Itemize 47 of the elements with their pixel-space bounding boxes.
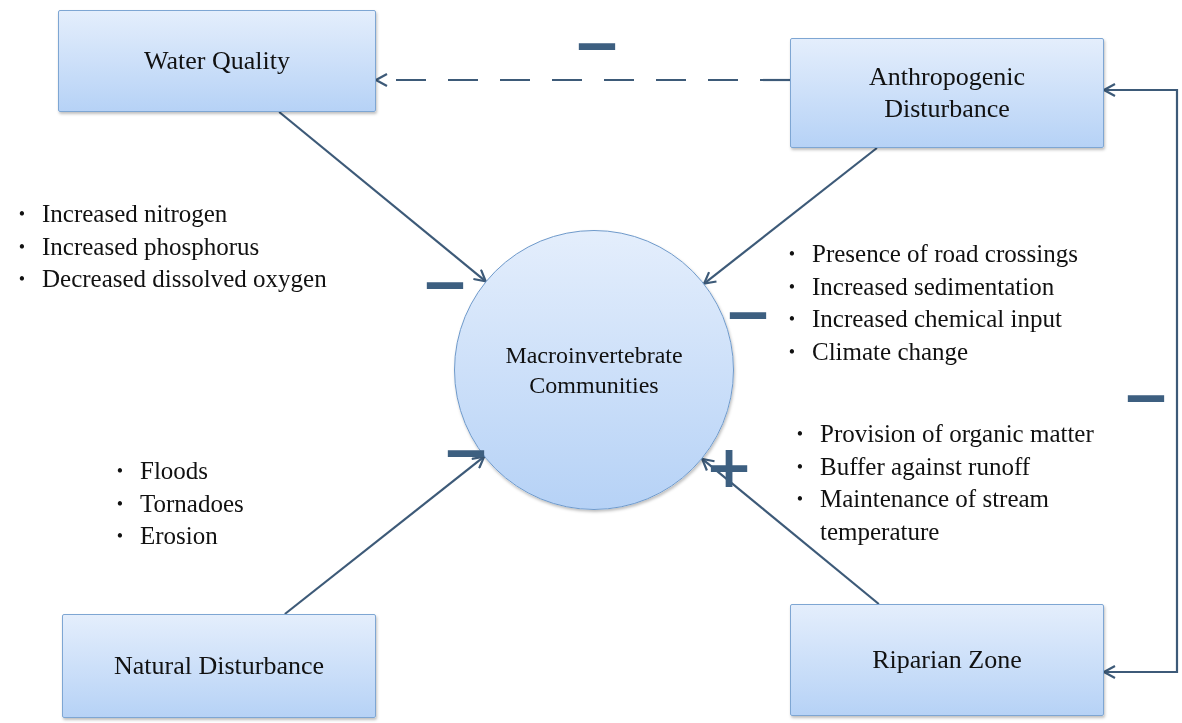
bullet-mark: • bbox=[116, 492, 124, 516]
bullet-mark: • bbox=[116, 525, 124, 548]
process-box bbox=[58, 10, 376, 112]
node-label: Water Quality bbox=[144, 44, 290, 77]
node-label: Anthropogenic Disturbance bbox=[868, 60, 1026, 125]
bullet-mark: • bbox=[788, 308, 796, 331]
node-label: Macroinvertebrate Communities bbox=[504, 341, 684, 400]
process-box bbox=[62, 614, 376, 718]
bullet-item: Increased phosphorus bbox=[42, 231, 261, 262]
bullet-item: Decreased dissolved oxygen bbox=[42, 264, 328, 294]
node-label: Natural Disturbance bbox=[113, 649, 325, 682]
bullet-item: Maintenance of stream temperature bbox=[820, 484, 1051, 547]
arrow bbox=[284, 455, 486, 615]
node-label: Riparian Zone bbox=[872, 643, 1022, 676]
bullet-mark: • bbox=[116, 460, 124, 483]
bullet-item: Erosion bbox=[140, 521, 219, 551]
arrow bbox=[701, 457, 880, 605]
bullet-item: Increased sedimentation bbox=[812, 271, 1056, 302]
bullet-mark: • bbox=[796, 423, 804, 446]
bullet-item: Buffer against runoff bbox=[820, 451, 1032, 482]
edge-label: − bbox=[1121, 377, 1171, 417]
bullet-item: Increased chemical input bbox=[812, 304, 1063, 334]
arrow bbox=[1102, 82, 1179, 680]
bullet-item: Presence of road crossings bbox=[812, 239, 1079, 269]
edge-label: − bbox=[420, 264, 470, 304]
bullet-mark: • bbox=[796, 488, 804, 511]
bullet-mark: • bbox=[788, 275, 796, 299]
bullet-item: Climate change bbox=[812, 336, 970, 367]
dashed-arrow bbox=[374, 72, 790, 88]
bullet-item: Floods bbox=[140, 456, 210, 486]
edge-label: + bbox=[704, 447, 754, 487]
arrow bbox=[703, 147, 878, 285]
bullet-mark: • bbox=[18, 235, 26, 259]
bullet-item: Provision of organic matter bbox=[820, 419, 1095, 449]
edge-label: − bbox=[572, 25, 622, 65]
process-box bbox=[790, 38, 1104, 148]
bullet-mark: • bbox=[788, 340, 796, 364]
bullet-item: Tornadoes bbox=[140, 488, 245, 519]
edge-label: − bbox=[723, 294, 773, 334]
bullet-item: Increased nitrogen bbox=[42, 199, 229, 229]
bullet-mark: • bbox=[18, 203, 26, 226]
arrow bbox=[278, 111, 487, 283]
bullet-mark: • bbox=[796, 455, 804, 479]
bullet-mark: • bbox=[18, 268, 26, 291]
edge-label: − bbox=[441, 432, 491, 472]
process-box bbox=[790, 604, 1104, 716]
bullet-mark: • bbox=[788, 243, 796, 266]
